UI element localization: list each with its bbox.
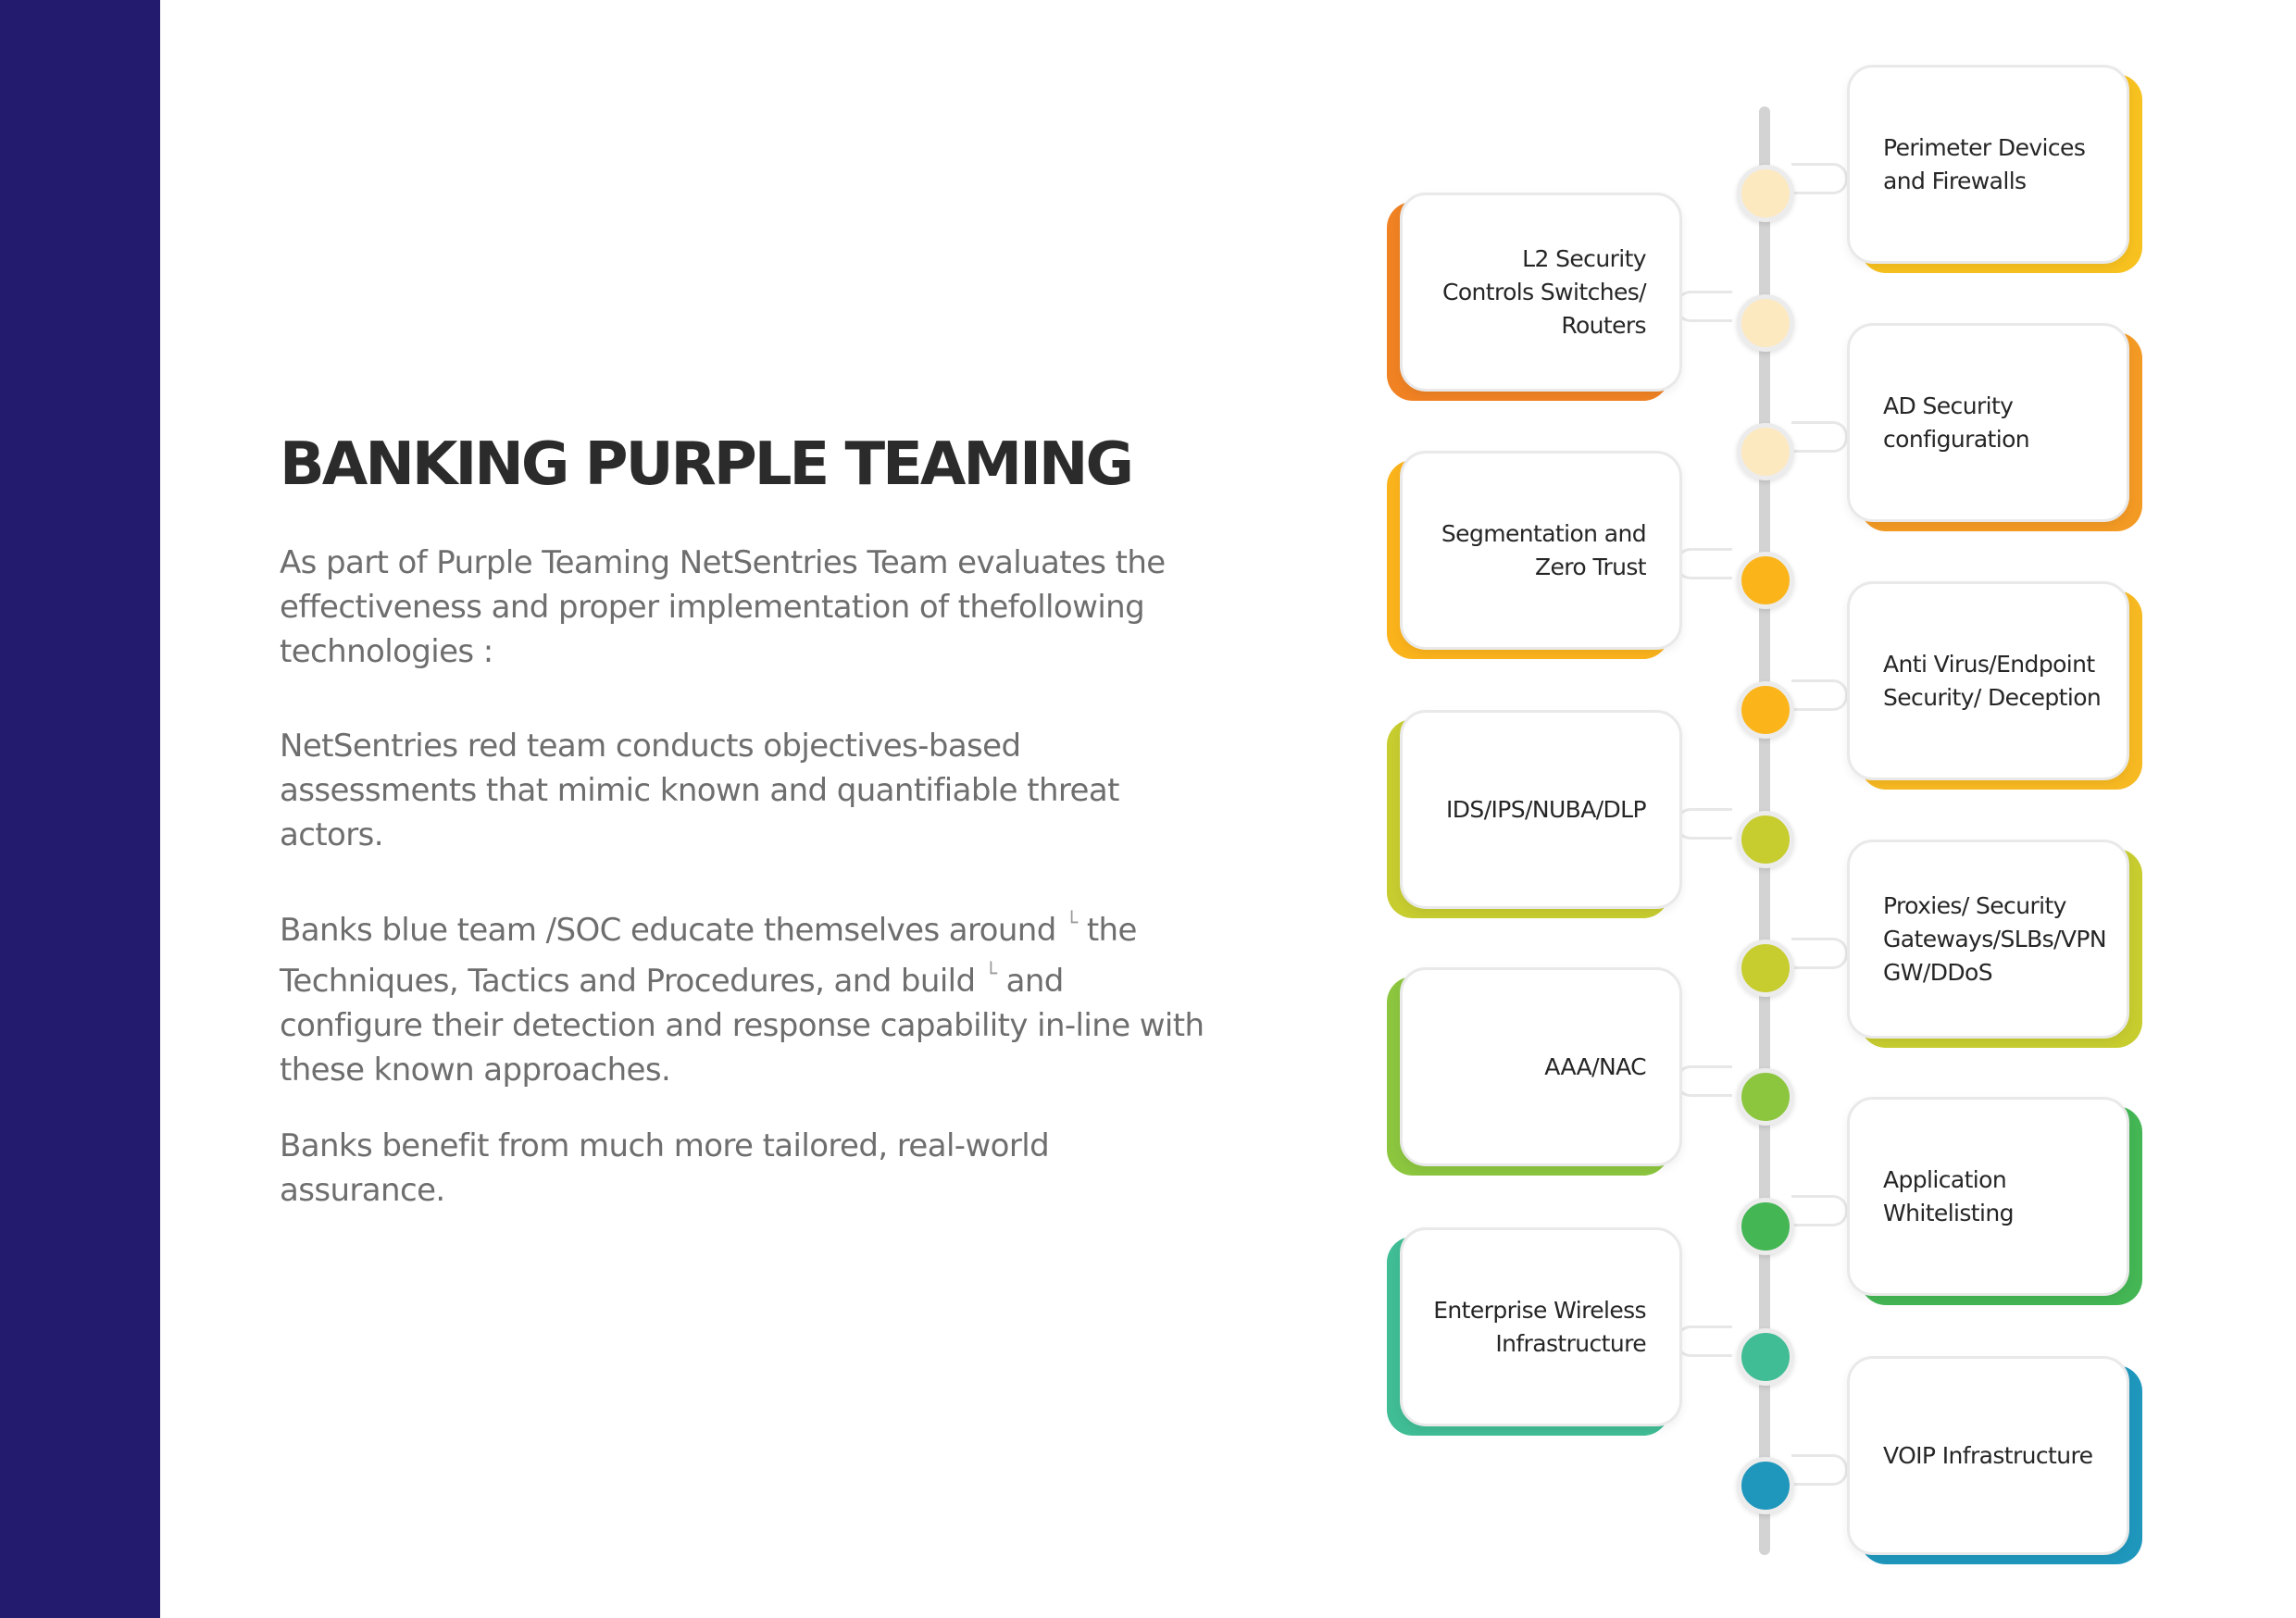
card-label: Anti Virus/Endpoint Security/ Deception [1883,650,2102,711]
benefit-paragraph: Banks benefit from much more tailored, r… [280,1127,1050,1209]
timeline-connector [1676,808,1732,840]
blue-team-paragraph: Banks blue team /SOC educate themselves … [280,902,1205,1092]
card-body: VOIP Infrastructure [1847,1356,2129,1555]
timeline-card-whitelisting: Application Whitelisting [1847,1097,2142,1305]
card-body: IDS/IPS/NUBA/DLP [1400,710,1682,909]
card-label: Segmentation and Zero Trust [1441,519,1647,580]
red-team-paragraph: NetSentries red team conducts objectives… [280,728,1119,853]
timeline-connector [1791,938,1848,969]
card-label: Application Whitelisting [1883,1165,2014,1226]
timeline-dot [1737,165,1794,222]
blue-team-text-a: Banks blue team /SOC educate themselves … [280,912,1056,949]
timeline-dot [1737,294,1794,352]
timeline-card-l2-security: L2 Security Controls Switches/ Routers [1387,193,1682,401]
card-label: AD Security configuration [1883,392,2030,453]
card-body: Application Whitelisting [1847,1097,2129,1296]
card-body: Enterprise Wireless Infrastructure [1400,1227,1682,1426]
card-body: Segmentation and Zero Trust [1400,451,1682,650]
timeline-dot [1737,681,1794,739]
timeline-dot [1737,1328,1794,1386]
timeline-connector [1676,1326,1732,1357]
timeline-connector [1791,1195,1848,1226]
timeline-dot [1737,552,1794,609]
timeline-card-antivirus: Anti Virus/Endpoint Security/ Deception [1847,581,2142,790]
timeline-card-perimeter: Perimeter Devices and Firewalls [1847,65,2142,273]
bracket-mark: └ [1065,912,1078,935]
timeline-dot [1737,940,1794,997]
timeline-dot [1737,811,1794,868]
blue-team-text-c: and configure their detection and respon… [280,963,1204,1089]
sidebar-band [0,0,160,1618]
page-title: BANKING PURPLE TEAMING [280,430,1134,499]
card-label: IDS/IPS/NUBA/DLP [1446,795,1647,823]
timeline-dot [1737,1068,1794,1126]
bracket-mark: └ [984,963,997,986]
card-body: AD Security configuration [1847,323,2129,522]
card-label: Proxies/ Security Gateways/SLBs/VPN GW/D… [1883,891,2107,986]
timeline-card-proxies: Proxies/ Security Gateways/SLBs/VPN GW/D… [1847,840,2142,1048]
timeline-card-wireless: Enterprise Wireless Infrastructure [1387,1227,1682,1436]
timeline-connector [1676,291,1732,322]
card-body: Proxies/ Security Gateways/SLBs/VPN GW/D… [1847,840,2129,1039]
card-body: L2 Security Controls Switches/ Routers [1400,193,1682,392]
timeline-card-voip: VOIP Infrastructure [1847,1356,2142,1564]
card-label: L2 Security Controls Switches/ Routers [1441,244,1647,339]
intro-paragraph: As part of Purple Teaming NetSentries Te… [280,544,1166,670]
timeline-card-ad-security: AD Security configuration [1847,323,2142,531]
timeline-card-segmentation: Segmentation and Zero Trust [1387,451,1682,659]
card-label: AAA/NAC [1544,1052,1646,1080]
timeline-connector [1791,163,1848,194]
timeline-card-ids-ips: IDS/IPS/NUBA/DLP [1387,710,1682,918]
timeline-dot [1737,1457,1794,1514]
card-body: Perimeter Devices and Firewalls [1847,65,2129,264]
blue-team-text-b: the Techniques, Tactics and Procedures, … [280,912,1137,1000]
card-body: Anti Virus/Endpoint Security/ Deception [1847,581,2129,780]
timeline-dot [1737,1198,1794,1255]
timeline-dot [1737,423,1794,480]
timeline-connector [1791,1454,1848,1486]
timeline-connector [1676,1065,1732,1097]
card-label: Enterprise Wireless Infrastructure [1433,1296,1646,1357]
timeline-connector [1676,548,1732,579]
card-body: AAA/NAC [1400,967,1682,1166]
timeline-connector [1791,421,1848,453]
timeline-card-aaa-nac: AAA/NAC [1387,967,1682,1176]
card-label: Perimeter Devices and Firewalls [1883,133,2086,194]
timeline-connector [1791,679,1848,711]
card-label: VOIP Infrastructure [1883,1441,2093,1469]
